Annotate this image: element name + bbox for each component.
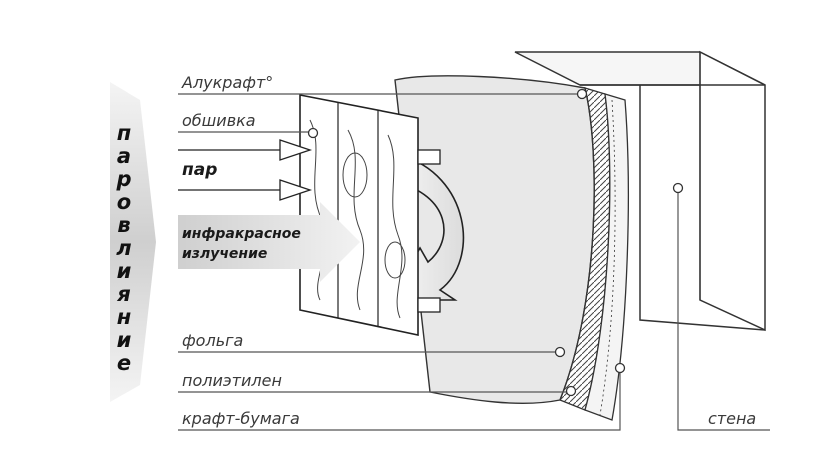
side-label-letter: и xyxy=(117,259,132,283)
side-label-letter: я xyxy=(116,282,130,306)
side-label-letter: е xyxy=(117,351,131,375)
reflection-arrow xyxy=(388,153,465,301)
side-label-letter: л xyxy=(116,236,131,260)
label-folga: фольга xyxy=(182,331,243,350)
label-kraft: крафт-бумага xyxy=(182,409,300,428)
side-label-letter: п xyxy=(117,121,132,145)
label-stena: стена xyxy=(708,409,756,428)
side-label-letter: в xyxy=(117,213,130,237)
label-obshivka: обшивка xyxy=(182,111,256,130)
wall-block xyxy=(514,50,766,332)
side-label-letter: а xyxy=(117,144,131,168)
leader-lines xyxy=(178,93,770,431)
side-label-letter: н xyxy=(117,305,132,329)
side-label-letter: р xyxy=(115,167,131,191)
side-vapor-arrow xyxy=(110,82,156,402)
label-infrared-2: излучение xyxy=(182,246,267,262)
insulation-layers xyxy=(394,75,629,421)
label-alukraft: Алукрафт° xyxy=(181,73,273,92)
side-label-letter: о xyxy=(117,190,131,214)
connector-dots xyxy=(307,88,684,397)
side-label-letter: и xyxy=(117,328,132,352)
wooden-paneling xyxy=(299,94,441,336)
label-infrared-1: инфракрасное xyxy=(182,226,301,242)
label-vapor: пар xyxy=(182,160,217,180)
label-polietilen: полиэтилен xyxy=(182,371,282,390)
vapor-arrows xyxy=(178,139,313,201)
infrared-arrow xyxy=(178,202,360,282)
